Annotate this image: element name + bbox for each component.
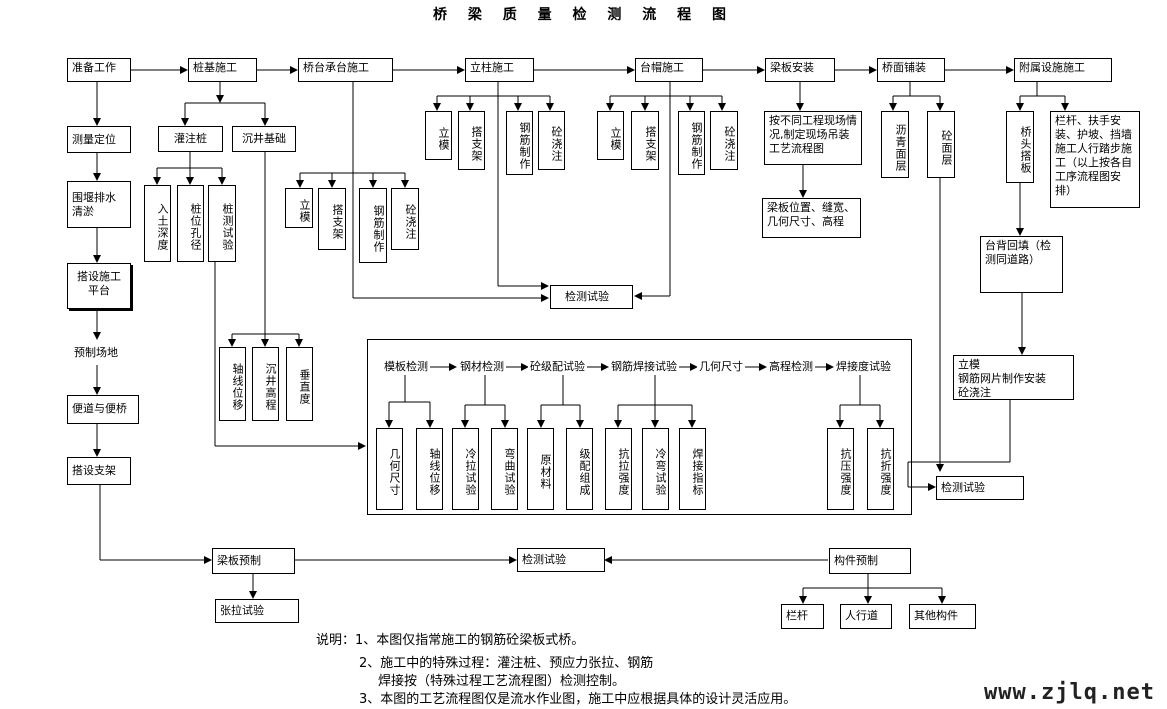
test-welding: 钢筋焊接试验 <box>609 360 679 374</box>
step-pile-construction: 桩基施工 <box>188 58 257 82</box>
caisson-item-elevation: 沉井高程 <box>252 347 279 421</box>
item-raw-material: 原材料 <box>527 428 554 510</box>
watermark: www.zjlq.net <box>984 680 1155 705</box>
inspection-bottom: 检测试验 <box>517 548 605 572</box>
item-cold-tension: 冷拉试验 <box>452 428 479 510</box>
inspection-right: 检测试验 <box>936 476 1024 500</box>
column-item-scaffold: 搭支架 <box>458 111 485 170</box>
cap-item-concrete: 砼浇注 <box>710 111 738 170</box>
column-item-formwork: 立模 <box>425 111 452 160</box>
step-cap-construction: 台帽施工 <box>635 58 703 82</box>
step-ancillary-construction: 附属设施施工 <box>1014 58 1112 82</box>
ancillary-backfill: 台背回填（检测同道路） <box>980 236 1063 293</box>
step-access-road: 便道与便桥 <box>67 395 139 424</box>
step-deck-paving: 桥面铺装 <box>877 58 945 82</box>
cap-item-scaffold: 搭支架 <box>631 111 659 170</box>
test-elevation: 高程检测 <box>767 360 815 374</box>
ancillary-mesh: 立模 钢筋网片制作安装 砼浇注 <box>953 355 1074 400</box>
item-bending: 弯曲试验 <box>491 428 518 510</box>
test-weld-strength: 焊接度试验 <box>834 360 893 374</box>
item-geometric-size: 几何尺寸 <box>376 428 403 510</box>
abutment-item-scaffold: 搭支架 <box>318 188 346 250</box>
step-precast-yard: 预制场地 <box>72 346 120 360</box>
pile-item-depth: 入土深度 <box>144 185 171 262</box>
girder-process-note: 按不同工程现场情况,制定现场吊装工艺流程图 <box>764 111 862 165</box>
tension-test: 张拉试验 <box>215 599 299 623</box>
column-item-concrete: 砼浇注 <box>538 111 565 170</box>
abutment-item-formwork: 立模 <box>285 188 313 228</box>
pile-item-test: 桩测试验 <box>208 185 236 262</box>
note-line-4: 3、本图的工艺流程图仅是流水作业图，施工中应根据具体的设计灵活应用。 <box>359 692 797 707</box>
column-item-rebar: 钢筋制作 <box>506 111 533 175</box>
ancillary-approach-slab: 桥头搭板 <box>1006 111 1034 183</box>
abutment-item-concrete: 砼浇注 <box>391 188 419 250</box>
abutment-item-rebar: 钢筋制作 <box>359 188 387 263</box>
test-formwork: 模板检测 <box>382 360 430 374</box>
inspection-top: 检测试验 <box>550 285 633 309</box>
girder-check-note: 梁板位置、缝宽、几何尺寸、高程 <box>762 198 861 238</box>
caisson-item-axis: 轴线位移 <box>219 347 246 421</box>
item-cold-bend: 冷弯试验 <box>642 428 669 510</box>
deck-item-concrete: 砼面层 <box>927 111 955 178</box>
ancillary-rail-note: 栏杆、扶手安装、护坡、挡墙施工人行踏步施工（以上按各自工序流程图安排） <box>1050 111 1140 208</box>
part-railing: 栏杆 <box>781 604 824 629</box>
item-tensile-strength: 抗拉强度 <box>605 428 632 510</box>
deck-item-asphalt: 沥青面层 <box>881 111 909 178</box>
precast-girder: 梁板预制 <box>212 548 295 574</box>
precast-components: 构件预制 <box>829 548 911 574</box>
step-column-construction: 立柱施工 <box>465 58 534 82</box>
cap-item-formwork: 立模 <box>597 111 624 160</box>
step-scaffold: 搭设支架 <box>67 457 131 485</box>
test-geometry: 几何尺寸 <box>697 360 745 374</box>
step-preparation: 准备工作 <box>67 58 131 82</box>
test-steel: 钢材检测 <box>458 360 506 374</box>
item-axis-offset: 轴线位移 <box>416 428 443 510</box>
caisson-foundation: 沉井基础 <box>232 126 296 152</box>
bored-pile: 灌注桩 <box>158 126 223 152</box>
note-line-1: 说明：1、本图仅指常施工的钢筋砼梁板式桥。 <box>316 633 585 648</box>
test-grading: 砼级配试验 <box>528 360 587 374</box>
caisson-item-verticality: 垂直度 <box>286 347 313 421</box>
note-line-2: 2、施工中的特殊过程：灌注桩、预应力张拉、钢筋 <box>359 656 654 671</box>
item-flexural-strength: 抗折强度 <box>867 428 894 510</box>
note-line-3: 焊接按（特殊过程工艺流程图）检测控制。 <box>378 674 626 689</box>
step-cofferdam: 围堰排水 清淤 <box>67 181 131 228</box>
step-platform: 搭设施工 平台 <box>67 263 131 309</box>
diagram-title: 桥 梁 质 量 检 测 流 程 图 <box>433 7 734 23</box>
step-survey: 测量定位 <box>67 126 131 153</box>
part-other: 其他构件 <box>909 604 976 629</box>
test-area-frame <box>367 339 912 515</box>
item-compressive-strength: 抗压强度 <box>827 428 854 510</box>
item-gradation: 级配组成 <box>566 428 593 510</box>
cap-item-rebar: 钢筋制作 <box>678 111 705 175</box>
pile-item-aperture: 桩位孔径 <box>177 185 204 262</box>
part-sidewalk: 人行道 <box>840 604 892 629</box>
step-girder-installation: 梁板安装 <box>765 58 835 82</box>
item-weld-index: 焊接指标 <box>679 428 706 510</box>
step-abutment-construction: 桥台承台施工 <box>298 58 393 82</box>
